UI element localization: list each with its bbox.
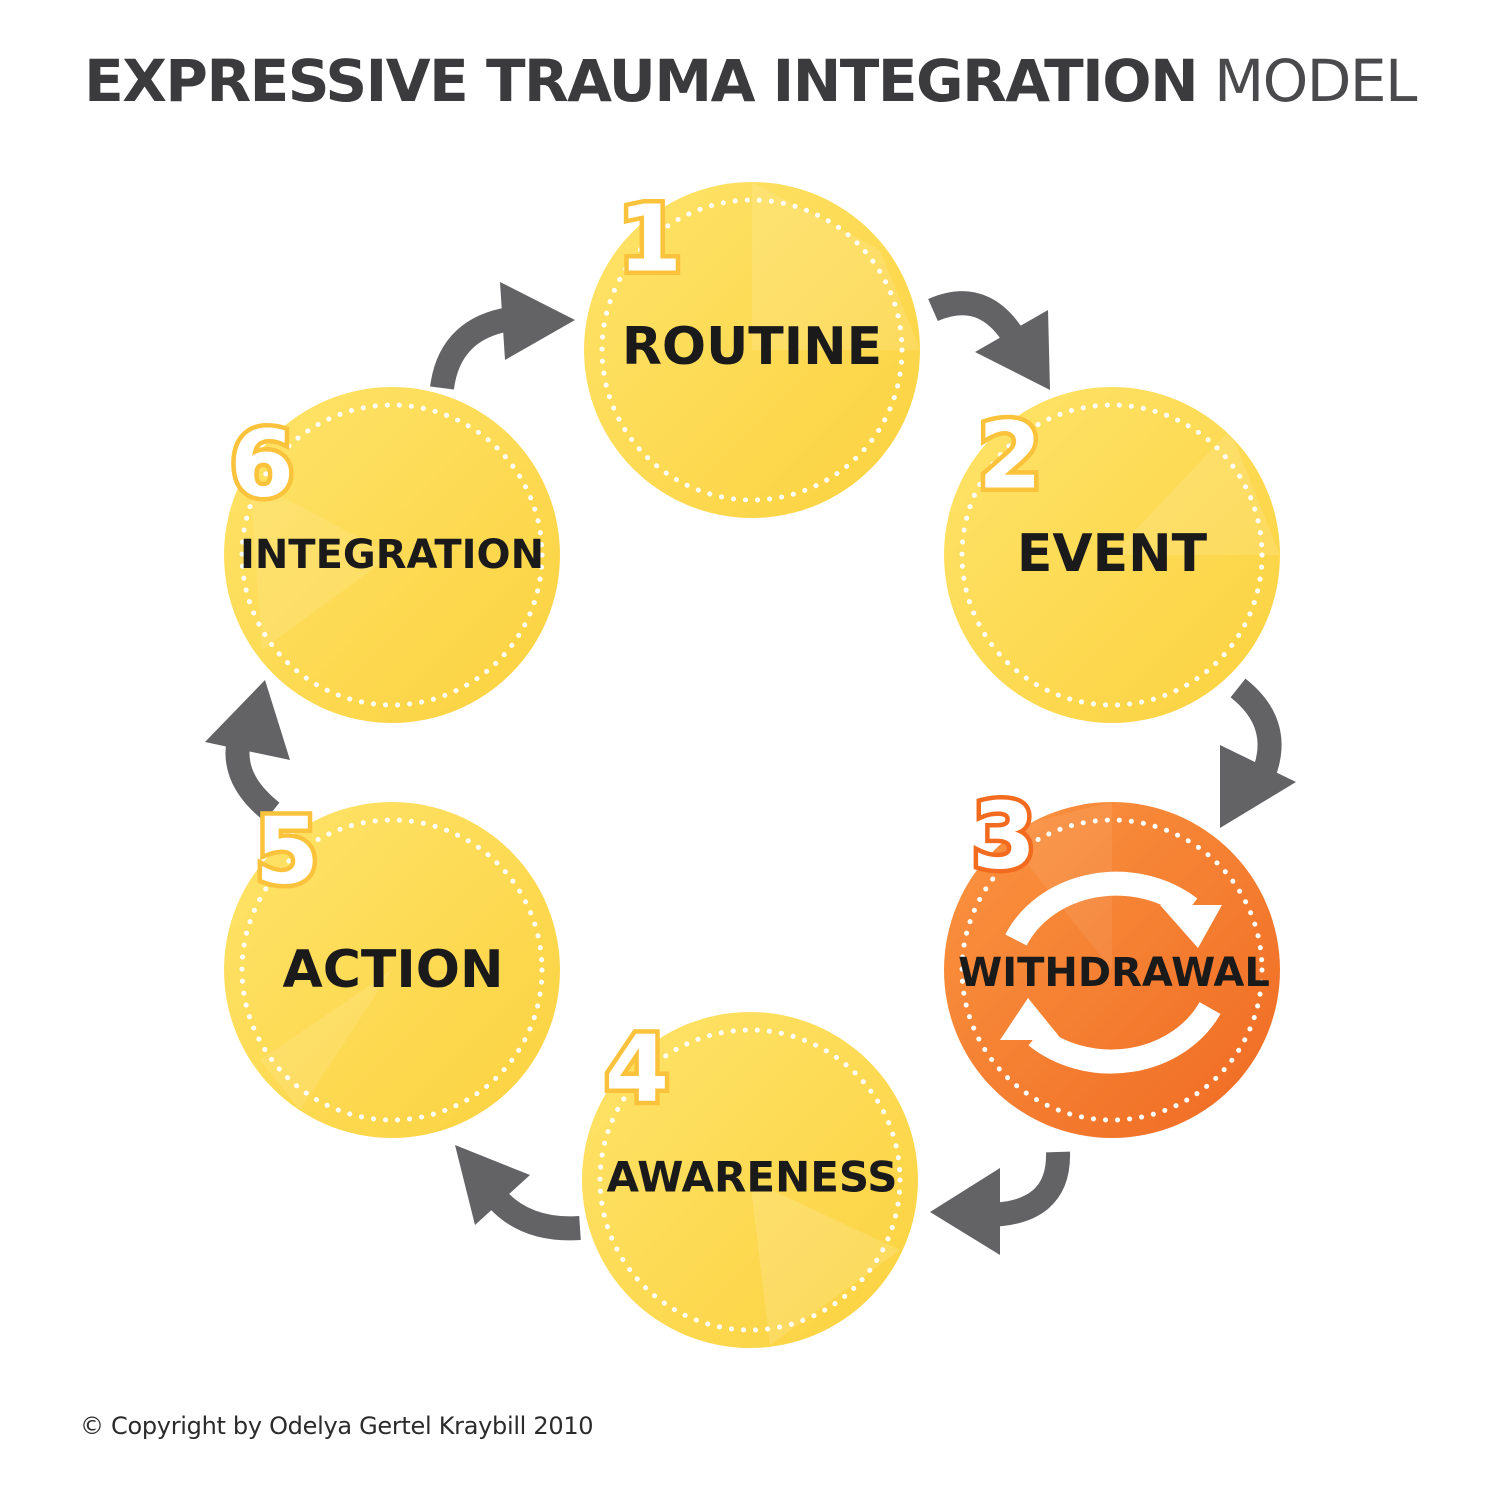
title-light: MODEL bbox=[1214, 47, 1417, 115]
stage-number: 2 bbox=[978, 402, 1042, 509]
copyright-notice: © Copyright by Odelya Gertel Kraybill 20… bbox=[80, 1412, 594, 1440]
arrow-3-to-4 bbox=[930, 1151, 1071, 1255]
stage-circle bbox=[944, 387, 1280, 723]
stage-circle bbox=[224, 802, 560, 1138]
dotted-ring bbox=[959, 817, 1265, 1123]
stage-label: ACTION bbox=[283, 940, 504, 1000]
stage-integration: 6 INTEGRATION bbox=[224, 387, 560, 723]
dotted-ring bbox=[239, 817, 545, 1123]
stage-event: 2 EVENT bbox=[944, 387, 1280, 723]
stage-circle bbox=[224, 387, 560, 723]
stage-number: 1 bbox=[618, 185, 682, 292]
stage-circle bbox=[584, 182, 920, 518]
stage-label: AWARENESS bbox=[606, 1153, 897, 1202]
arrow-5-to-6 bbox=[205, 680, 290, 822]
stage-label: INTEGRATION bbox=[240, 532, 544, 578]
stage-circle bbox=[582, 1012, 918, 1348]
stage-routine: 1 ROUTINE bbox=[584, 181, 920, 518]
dotted-ring bbox=[959, 402, 1265, 708]
curved-arrow-icon bbox=[1220, 678, 1296, 828]
arrow-4-to-5 bbox=[455, 1145, 581, 1241]
stage-label: EVENT bbox=[1017, 524, 1208, 584]
curved-arrow-icon bbox=[205, 680, 290, 822]
curved-arrow-icon bbox=[930, 1151, 1071, 1255]
stage-withdrawal: 3 WITHDRAWAL bbox=[944, 778, 1280, 1138]
stage-number: 3 bbox=[972, 782, 1036, 889]
curved-arrow-icon bbox=[928, 291, 1050, 390]
stage-awareness: 4 AWARENESS bbox=[582, 1011, 918, 1348]
dotted-ring bbox=[599, 197, 905, 503]
stage-action: 5 ACTION bbox=[224, 793, 560, 1138]
stage-number: 6 bbox=[230, 410, 294, 517]
arrow-1-to-2 bbox=[928, 291, 1050, 390]
arrow-2-to-3 bbox=[1220, 678, 1296, 828]
curved-arrow-icon bbox=[430, 282, 575, 390]
diagram-title: EXPRESSIVE TRAUMA INTEGRATION MODEL bbox=[0, 52, 1500, 110]
stage-number: 5 bbox=[255, 797, 319, 904]
curved-arrow-icon bbox=[455, 1145, 581, 1241]
stage-number: 4 bbox=[605, 1015, 669, 1122]
stage-label: ROUTINE bbox=[622, 317, 882, 377]
cycle-arrows-icon bbox=[1000, 871, 1222, 1074]
dotted-ring bbox=[239, 402, 545, 708]
stage-circle bbox=[944, 802, 1280, 1138]
arrow-6-to-1 bbox=[430, 282, 575, 390]
dotted-ring bbox=[597, 1027, 903, 1333]
stage-label: WITHDRAWAL bbox=[958, 950, 1270, 996]
title-bold: EXPRESSIVE TRAUMA INTEGRATION bbox=[84, 47, 1199, 115]
